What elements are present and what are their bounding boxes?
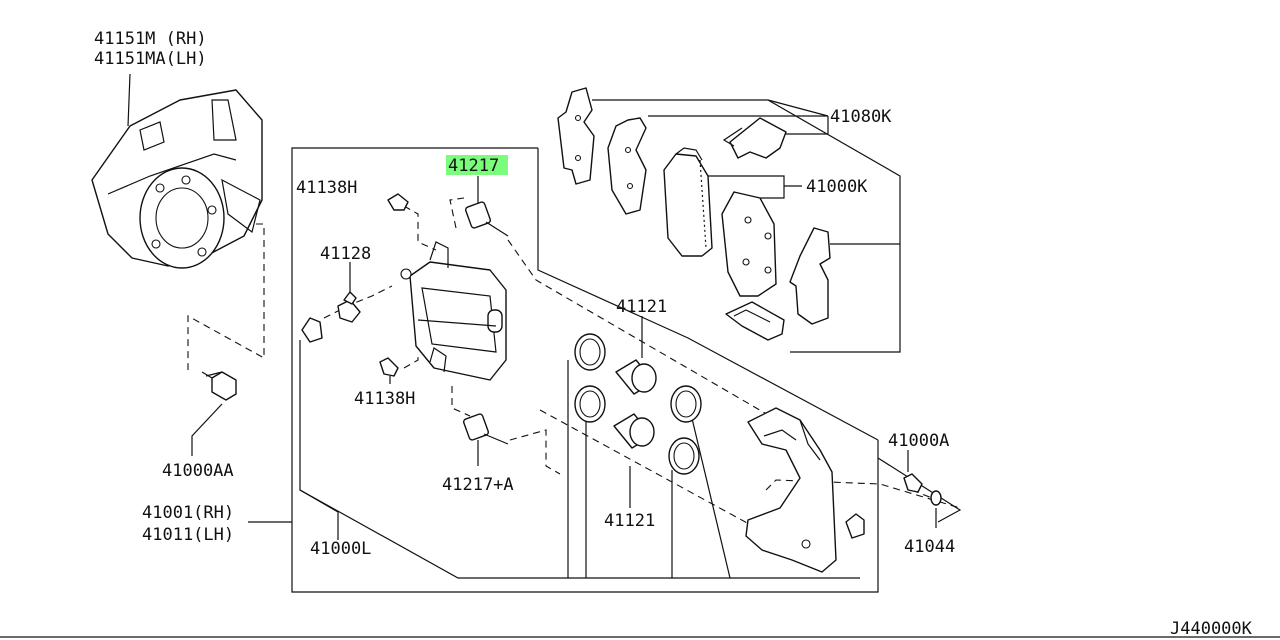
label-bracket-bolt: 41000AA: [162, 461, 234, 481]
dashed-assembly-lines: [187, 197, 961, 579]
cap-part: [301, 317, 865, 539]
label-washer: 41044: [904, 537, 955, 557]
label-pin-bolt-bottom: 41217+A: [442, 475, 514, 495]
label-caliper-rh: 41001(RH): [142, 503, 234, 523]
caliper-body-part: [400, 241, 507, 381]
label-diagram-code: J440000K: [1170, 619, 1253, 639]
label-pad-kit: 41080K: [830, 107, 892, 127]
label-caliper-body: 41000L: [310, 539, 371, 559]
label-bleeder: 41128: [320, 244, 371, 264]
mount-bolt-part: [903, 473, 923, 493]
label-piston-seal-bottom: 41121: [604, 511, 655, 531]
pad-clip-bottom-part: [725, 301, 785, 341]
caliper-bracket-part: [745, 407, 837, 573]
guide-pin-top-part: [464, 201, 509, 237]
label-shield-lh: 41151MA(LH): [94, 49, 207, 69]
piston-seal-set-part: [574, 333, 702, 475]
pad-outer-part: [721, 191, 777, 297]
bracket-bolt-part: [201, 371, 237, 401]
bleeder-bolt-top-part: [387, 193, 409, 211]
frame-lines: [127, 73, 962, 593]
label-piston-seal-top: 41121: [616, 297, 667, 317]
bleeder-valve-part: [337, 291, 361, 323]
pad-inner-part: [663, 147, 713, 257]
shim-1-part: [557, 87, 595, 185]
label-pin-bolt[interactable]: 41217: [448, 156, 499, 176]
pad-clip-top-part: [722, 117, 787, 159]
label-mount-kit: 41000A: [888, 431, 949, 451]
part-labels: 41151M (RH) 41151MA(LH) 41080K 41000K 41…: [94, 29, 1253, 639]
shim-3-part: [789, 227, 831, 325]
dust-shield-part: [91, 89, 263, 269]
label-pad-set: 41000K: [806, 177, 868, 197]
label-bleeder-bolt-top: 41138H: [296, 178, 357, 198]
highlight-41217: [446, 155, 508, 175]
washer-part: [930, 490, 942, 506]
bleeder-bolt-bottom-part: [379, 357, 399, 377]
guide-pin-bottom-part: [462, 413, 509, 445]
label-shield-rh: 41151M (RH): [94, 29, 207, 49]
label-bleeder-bolt-bottom: 41138H: [354, 389, 415, 409]
label-caliper-lh: 41011(LH): [142, 525, 234, 545]
shim-2-part: [607, 117, 647, 215]
